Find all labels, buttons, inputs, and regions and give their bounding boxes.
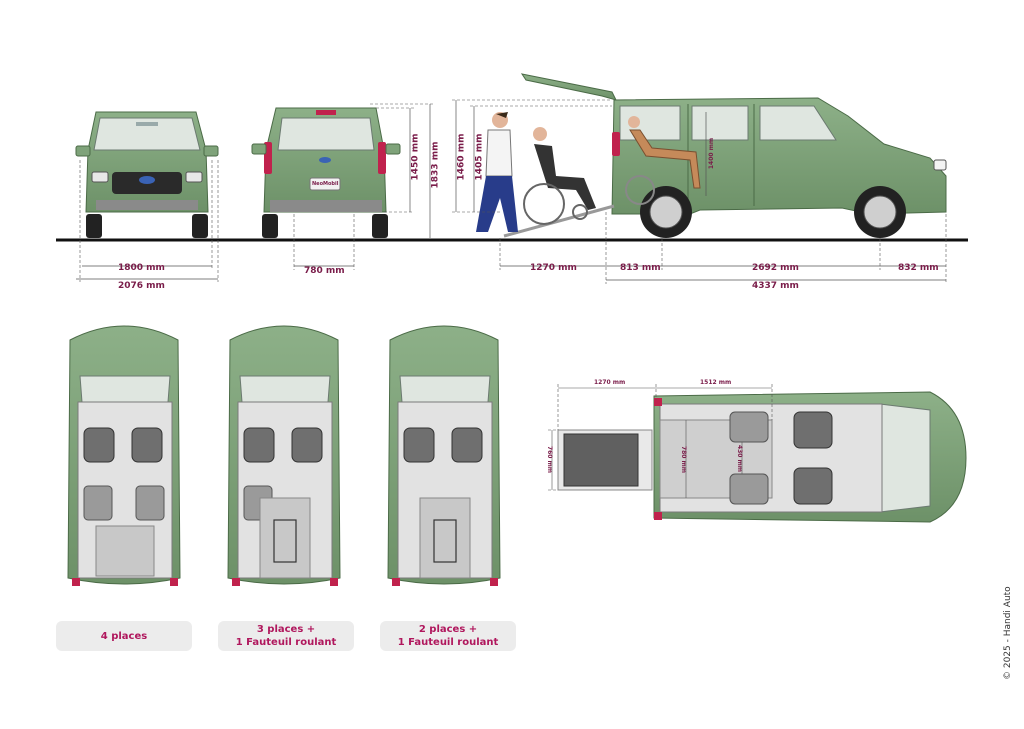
caregiver-figure — [476, 112, 518, 232]
plan-view-van — [557, 391, 967, 523]
front-dimension-lines — [79, 160, 219, 282]
dim-label-plan-ramp-width: 760 mm — [546, 445, 554, 474]
dim-label-plan-floor-length: 1512 mm — [700, 379, 732, 386]
config-chip-line-2: 1 Fauteuil roulant — [235, 637, 337, 648]
dim-label-plan-seat-gap: 430 mm — [736, 444, 744, 473]
dim-label-front-overhang: 832 mm — [898, 263, 939, 273]
config-chip-2-places-wheelchair: 2 places + 1 Fauteuil roulant — [380, 621, 516, 651]
dim-label-ramp-length: 1270 mm — [530, 263, 577, 273]
dim-label-plan-floor-width: 780 mm — [680, 445, 688, 474]
dim-label-rear-ramp-width: 780 mm — [304, 266, 345, 276]
dim-label-rear-overhang: 813 mm — [620, 263, 661, 273]
dim-label-plan-ramp-length: 1270 mm — [594, 379, 626, 386]
config-chip-line-1: 3 places + — [256, 624, 316, 635]
rear-dimension-guides — [293, 103, 434, 270]
config-chip-line-1: 2 places + — [418, 624, 478, 635]
front-view-van — [75, 111, 219, 238]
dim-label-front-overall-width: 2076 mm — [118, 281, 165, 291]
dim-label-overall-length: 4337 mm — [752, 281, 799, 291]
plan-dimension-guides — [548, 384, 773, 491]
config-chip-label: 4 places — [100, 630, 148, 642]
dim-label-wheelbase: 2692 mm — [752, 263, 799, 273]
rear-view-van — [251, 107, 401, 238]
side-view-van — [503, 73, 947, 238]
dim-label-height-1405: 1405 mm — [474, 133, 485, 181]
dim-label-interior-height: 1400 mm — [708, 137, 716, 170]
dim-label-front-inner-width: 1800 mm — [118, 263, 165, 273]
top-view-config-2 — [227, 325, 341, 586]
config-chip-4-places: 4 places — [56, 621, 192, 651]
side-dimension-guides — [452, 99, 947, 284]
dim-label-height-1460: 1460 mm — [456, 133, 467, 181]
rear-badge: NeoMobil — [312, 181, 339, 187]
dim-label-height-1833: 1833 mm — [430, 141, 441, 189]
top-view-config-1 — [67, 325, 181, 586]
wheelchair-user-figure — [523, 127, 596, 225]
copyright-notice: © 2025 - Handi Auto — [1003, 586, 1013, 680]
config-chip-3-places-wheelchair: 3 places + 1 Fauteuil roulant — [218, 621, 354, 651]
config-chip-line-2: 1 Fauteuil roulant — [397, 637, 499, 648]
top-view-config-3 — [387, 325, 501, 586]
dim-label-height-1450: 1450 mm — [410, 133, 421, 181]
